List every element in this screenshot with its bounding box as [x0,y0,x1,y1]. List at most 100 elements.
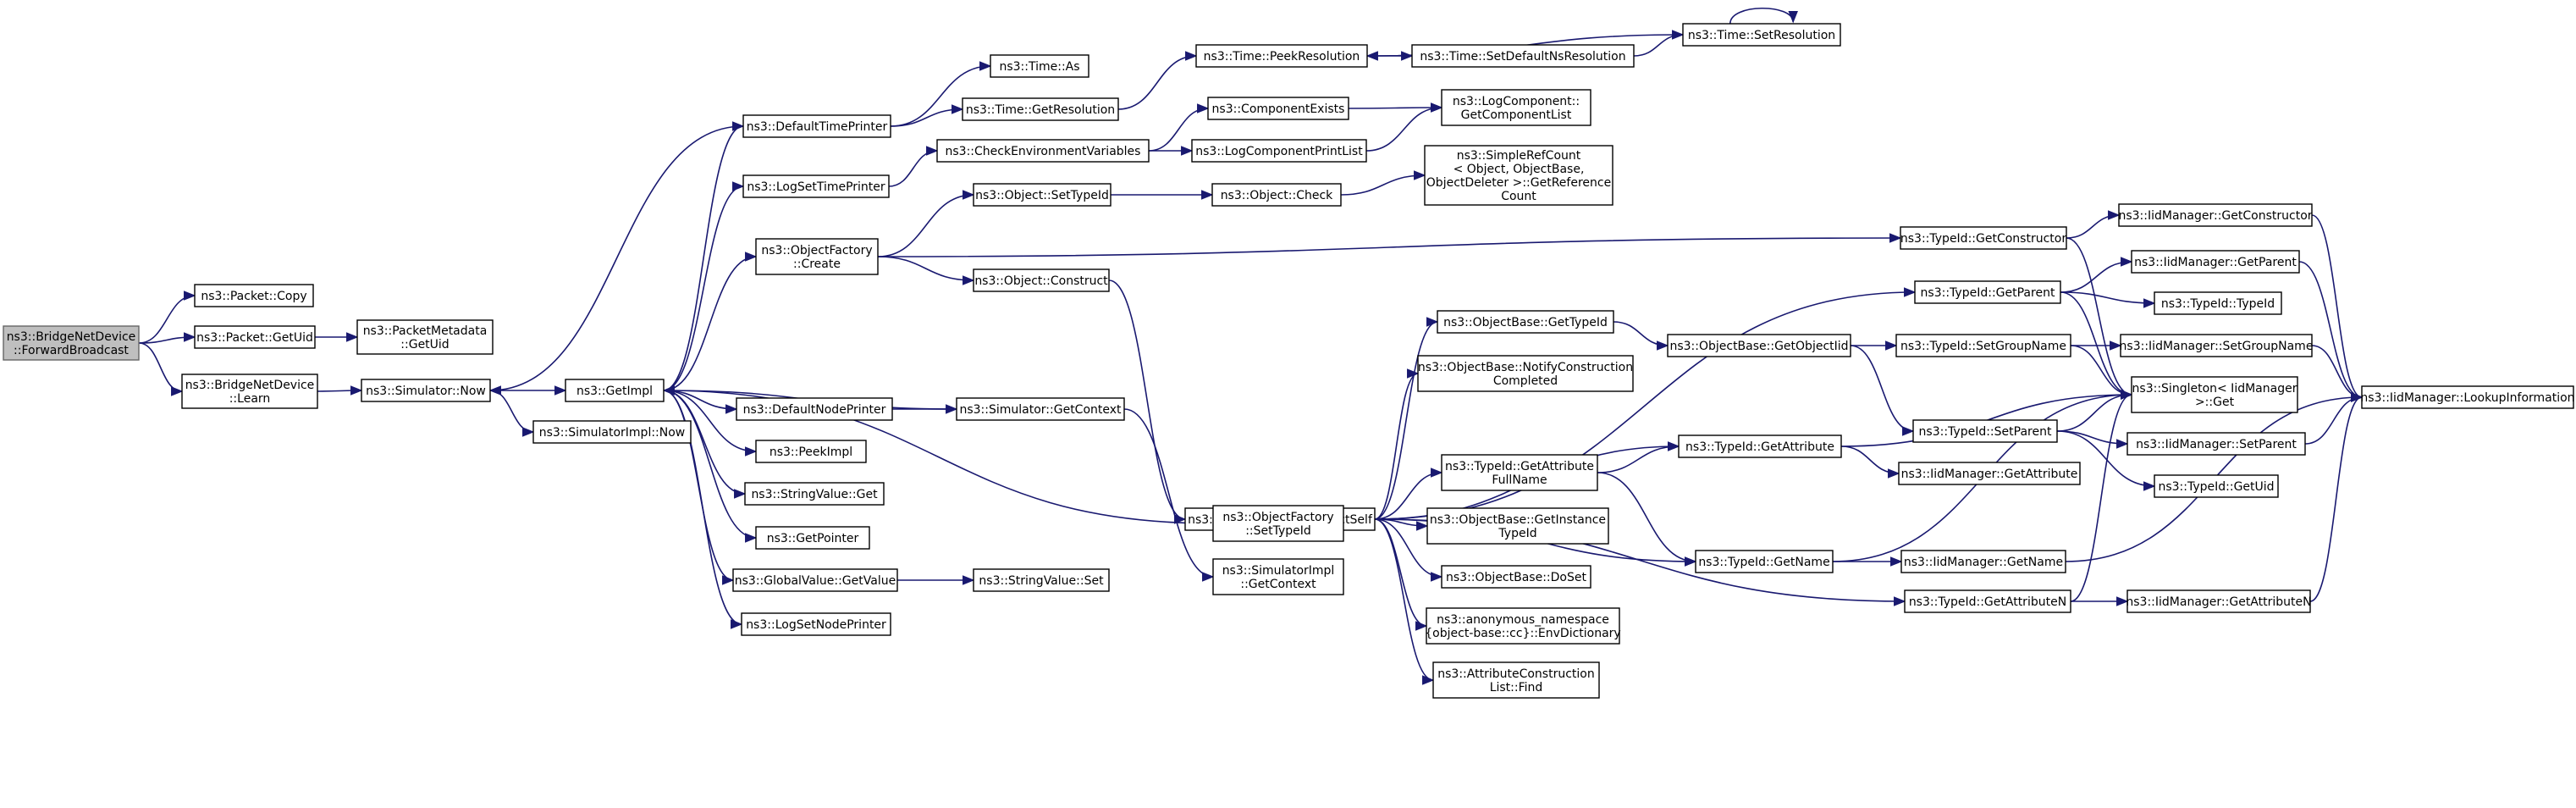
node-getimpl[interactable]: ns3::GetImpl [565,379,665,402]
node-label: ns3::DefaultNodePrinter [743,403,886,417]
node-ofsettid[interactable]: ns3::ObjectFactory::SetTypeId [1212,505,1344,542]
node-label: ns3::IidManager::GetAttribute [1901,468,2078,481]
node-tidsetgroup[interactable]: ns3::TypeId::SetGroupName [1895,334,2071,357]
node-box [973,183,1111,207]
node-box [2154,291,2282,315]
node-timegetres[interactable]: ns3::Time::GetResolution [962,97,1119,121]
node-box [1904,589,2071,613]
node-iidgetattrn[interactable]: ns3::IidManager::GetAttributeN [2126,589,2312,613]
node-pmguid[interactable]: ns3::PacketMetadata::GetUid [356,319,494,355]
node-label: ::SetTypeId [1245,524,1311,538]
node-singleton[interactable]: ns3::Singleton< IidManager>::Get [2131,376,2298,413]
node-gvget[interactable]: ns3::GlobalValue::GetValue [732,568,898,592]
node-pgetuid[interactable]: ns3::Packet::GetUid [194,325,316,349]
node-compexists[interactable]: ns3::ComponentExists [1207,97,1349,120]
node-getptr[interactable]: ns3::GetPointer [755,526,870,550]
node-iidgetctor[interactable]: ns3::IidManager::GetConstructor [2118,203,2313,227]
node-label: ns3::TypeId::GetParent [1921,286,2055,300]
edge-ofcreate-to-objsettid [877,190,975,257]
node-learn[interactable]: ns3::BridgeNetDevice::Learn [181,374,318,409]
edge-getimpl-to-logstp [663,181,745,391]
node-iidsetparent[interactable]: ns3::IidManager::SetParent [2126,432,2306,456]
node-simimplgetctx[interactable]: ns3::SimulatorImpl::GetContext [1212,558,1344,595]
node-deftp[interactable]: ns3::DefaultTimePrinter [742,114,891,138]
node-envdict[interactable]: ns3::anonymous_namespace{object-base::cc… [1425,607,1621,645]
node-iidgetparent[interactable]: ns3::IidManager::GetParent [2131,250,2300,274]
node-obgetoiid[interactable]: ns3::ObjectBase::GetObjectIid [1667,334,1851,357]
edge-obgettid-to-obgetoiid [1613,321,1669,351]
node-label: ns3::CheckEnvironmentVariables [946,145,1141,158]
node-objsettid[interactable]: ns3::Object::SetTypeId [973,183,1111,207]
node-fwd[interactable]: ns3::BridgeNetDevice::ForwardBroadcast [3,325,140,361]
node-iidsetgroup[interactable]: ns3::IidManager::SetGroupName [2120,334,2314,357]
node-logstp[interactable]: ns3::LogSetTimePrinter [742,174,890,198]
node-box [1211,183,1342,207]
node-simimplnow[interactable]: ns3::SimulatorImpl::Now [532,420,692,444]
node-pcopy[interactable]: ns3::Packet::Copy [194,284,314,307]
node-svget[interactable]: ns3::StringValue::Get [744,482,885,506]
node-tidsetparent[interactable]: ns3::TypeId::SetParent [1912,419,2058,443]
node-simgetctx[interactable]: ns3::Simulator::GetContext [956,397,1125,421]
node-ofcreate[interactable]: ns3::ObjectFactory::Create [755,238,879,275]
node-defnp[interactable]: ns3::DefaultNodePrinter [736,397,893,421]
node-timesetres[interactable]: ns3::Time::SetResolution [1682,23,1841,47]
node-tidgetuid[interactable]: ns3::TypeId::GetUid [2154,474,2279,498]
node-tidgetattr[interactable]: ns3::TypeId::GetAttribute [1678,434,1842,458]
node-box [2126,432,2306,456]
node-box [1678,434,1842,458]
node-svset[interactable]: ns3::StringValue::Set [973,568,1110,592]
edge-timesetdef-to-timesetres [1633,30,1685,57]
node-iidgetname[interactable]: ns3::IidManager::GetName [1900,550,2066,573]
node-simnow[interactable]: ns3::Simulator::Now [361,379,491,402]
node-iidlookup[interactable]: ns3::IidManager::LookupInformation [2360,385,2575,409]
node-srcount[interactable]: ns3::SimpleRefCount< Object, ObjectBase,… [1424,145,1613,206]
node-box [194,325,316,349]
node-label: ns3::LogSetNodePrinter [746,618,886,632]
edge-obconstructself-to-obnotify [1374,368,1420,520]
node-logsnp[interactable]: ns3::LogSetNodePrinter [741,612,891,636]
node-label: ns3::Object::Construct [974,274,1108,288]
node-box [744,482,885,506]
node-tidtypeid[interactable]: ns3::TypeId::TypeId [2154,291,2282,315]
node-timepeekres[interactable]: ns3::Time::PeekResolution [1195,44,1368,68]
node-label: < Object, ObjectBase, [1453,163,1585,176]
node-logcpl[interactable]: ns3::LogComponentPrintList [1191,139,1367,163]
node-lcgetlist[interactable]: ns3::LogComponent::GetComponentList [1441,89,1591,126]
node-objconstruct[interactable]: ns3::Object::Construct [973,268,1110,292]
node-label: ns3::Simulator::GetContext [959,403,1122,417]
node-timesetdef[interactable]: ns3::Time::SetDefaultNsResolution [1411,44,1635,68]
node-box [936,139,1150,163]
node-box [2361,385,2574,409]
node-peekimpl[interactable]: ns3::PeekImpl [755,440,867,463]
node-timeas[interactable]: ns3::Time::As [990,54,1089,78]
node-tidgetparent[interactable]: ns3::TypeId::GetParent [1914,280,2061,304]
node-label: ns3::GetPointer [767,532,859,545]
node-box [1441,89,1591,126]
node-box [2126,589,2311,613]
node-label: ::Learn [229,392,271,406]
node-obdoset[interactable]: ns3::ObjectBase::DoSet [1441,565,1591,589]
node-label: {object-base::cc}::EnvDictionary [1425,627,1620,640]
edge-tidsetparent-to-singleton [2056,390,2133,432]
node-label: ns3::LogComponentPrintList [1195,145,1363,158]
node-label: ::GetUid [400,338,449,351]
edge-iidgetattrn-to-iidlookup [2309,392,2364,602]
node-box [194,284,314,307]
node-objcheck[interactable]: ns3::Object::Check [1211,183,1342,207]
node-tidgetattrn[interactable]: ns3::TypeId::GetAttributeN [1904,589,2071,613]
node-box [990,54,1089,78]
node-tidgetname[interactable]: ns3::TypeId::GetName [1695,550,1834,573]
node-tidgetctor[interactable]: ns3::TypeId::GetConstructor [1900,226,2067,250]
edge-logcpl-to-lcgetlist [1365,102,1443,152]
node-label: ns3::IidManager::SetGroupName [2120,340,2314,353]
node-box [532,420,692,444]
node-box [1432,661,1600,699]
node-iidgetattr[interactable]: ns3::IidManager::GetAttribute [1898,462,2081,485]
node-obnotify[interactable]: ns3::ObjectBase::NotifyConstructionCompl… [1417,355,1634,392]
node-box [1437,310,1614,334]
node-obgettid[interactable]: ns3::ObjectBase::GetTypeId [1437,310,1614,334]
node-checkenv[interactable]: ns3::CheckEnvironmentVariables [936,139,1150,163]
